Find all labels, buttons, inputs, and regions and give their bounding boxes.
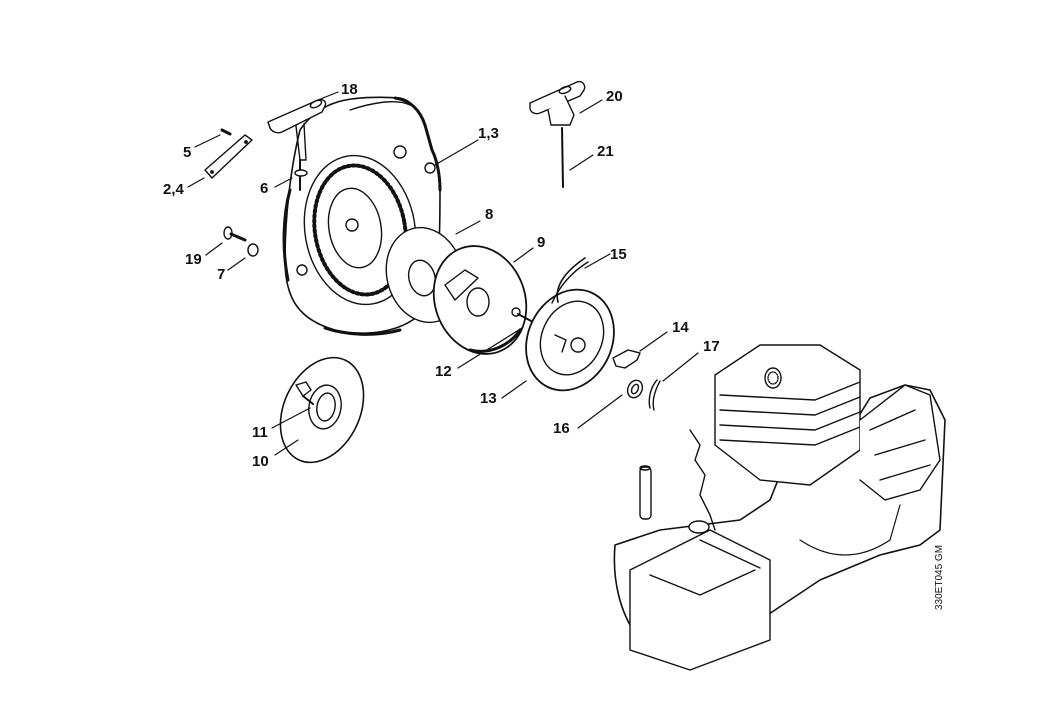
leader-8 <box>456 221 480 234</box>
callout-11: 11 <box>252 424 268 441</box>
leader-10 <box>275 440 298 455</box>
plate-2-4 <box>205 135 252 178</box>
callout-18: 18 <box>341 81 358 98</box>
pawl-14 <box>613 350 640 368</box>
callout-12: 12 <box>435 363 452 380</box>
leader-12 <box>458 328 522 368</box>
starter-rope-21 <box>562 128 563 187</box>
fan-wheel-cover-10 <box>264 344 379 476</box>
starter-grip-18 <box>268 99 326 190</box>
callout-21: 21 <box>597 143 614 160</box>
leader-13 <box>502 381 526 398</box>
starter-grip-20 <box>530 82 585 125</box>
spring-housing-9 <box>419 233 541 367</box>
leader-9 <box>514 248 533 262</box>
callout-19: 19 <box>185 251 202 268</box>
leader-7 <box>228 258 245 270</box>
leader-15 <box>585 254 610 268</box>
callout-8: 8 <box>485 206 494 223</box>
leader-5 <box>195 135 220 147</box>
callout-13: 13 <box>480 390 497 407</box>
callout-1-3: 1,3 <box>478 125 499 142</box>
screw-5 <box>222 130 230 134</box>
leader-14 <box>640 332 667 351</box>
callout-7: 7 <box>217 266 226 283</box>
washer-16 <box>625 378 645 400</box>
leader-6 <box>275 178 292 187</box>
callout-15: 15 <box>610 246 627 263</box>
leader-lines <box>188 92 698 455</box>
callout-16: 16 <box>553 420 570 437</box>
callout-6: 6 <box>260 180 269 197</box>
callout-17: 17 <box>703 338 720 355</box>
leader-1-3 <box>435 140 478 165</box>
leader-19 <box>206 243 222 255</box>
leader-17 <box>663 353 698 381</box>
spring-clip-17 <box>649 380 660 410</box>
leader-18 <box>318 92 338 100</box>
callout-20: 20 <box>606 88 623 105</box>
callout-9: 9 <box>537 234 546 251</box>
pawl-stud-11 <box>296 382 313 404</box>
leader-2-4 <box>188 178 204 187</box>
callout-5: 5 <box>183 144 192 161</box>
starter-rope-15 <box>552 258 588 303</box>
fan-housing <box>284 97 440 334</box>
callout-2-4: 2,4 <box>163 181 184 198</box>
leader-21 <box>570 155 593 170</box>
rope-rotor-13 <box>510 275 630 405</box>
callout-14: 14 <box>672 319 689 336</box>
callout-10: 10 <box>252 453 269 470</box>
screw-12 <box>512 308 533 322</box>
leader-11 <box>272 408 310 428</box>
engine-block <box>614 345 945 670</box>
leader-20 <box>580 100 602 113</box>
drawing-code: 330ET045 GM <box>934 544 945 610</box>
screw-7 <box>248 244 258 256</box>
leader-16 <box>578 395 622 428</box>
bolt-19 <box>224 227 245 240</box>
